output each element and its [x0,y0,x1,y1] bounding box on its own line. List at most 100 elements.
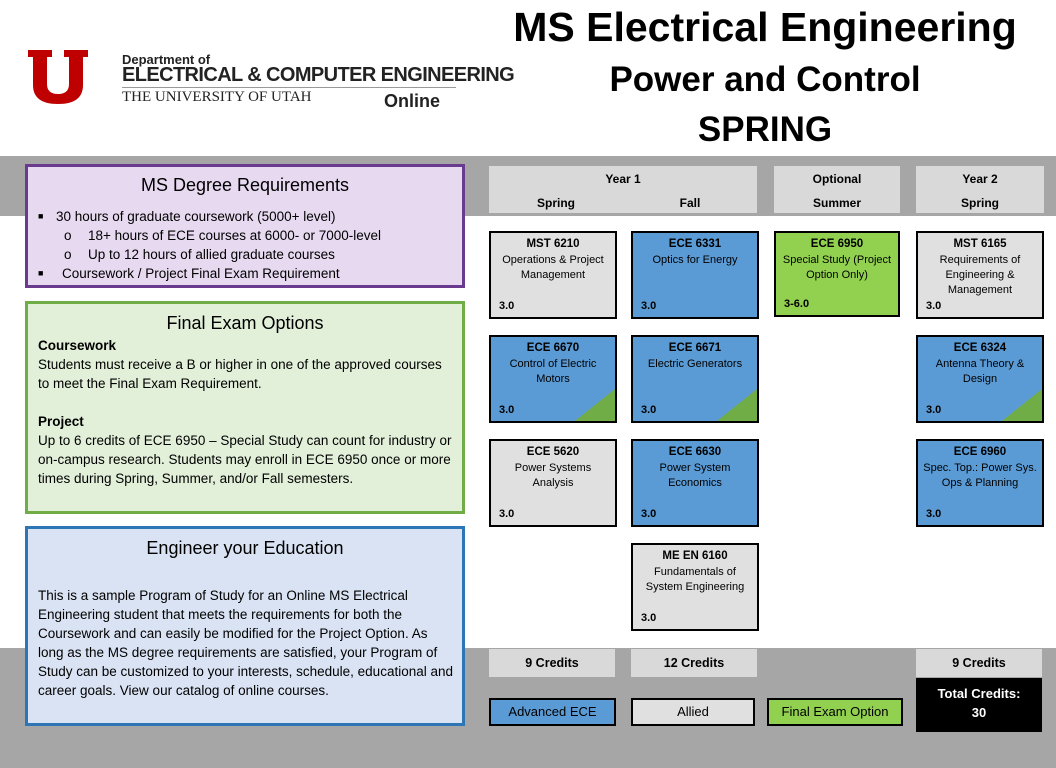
list-item: o Up to 12 hours of allied graduate cour… [38,245,454,264]
course-credits: 3.0 [926,300,942,312]
credits-year1-fall: 12 Credits [631,649,757,677]
course-name: Power Systems Analysis [514,462,592,489]
list-item: ■ Coursework / Project Final Exam Requir… [38,264,454,283]
course-code: ECE 6670 [526,342,580,354]
final-exam-title: Final Exam Options [166,313,324,333]
course-credits: 3.0 [641,300,657,312]
bullet-icon: ■ [38,211,44,221]
engineer-title: Engineer your Education [146,538,344,558]
year2-label: Year 2 [962,172,998,186]
course-card-ece6331: ECE 6331 Optics for Energy 3.0 [631,231,759,319]
sub-bullet-icon: o [64,228,72,243]
final-exam-option-marker-icon [1002,389,1042,421]
course-card-ece6670: ECE 6670 Control of Electric Motors 3.0 [489,335,617,423]
sub-bullet-icon: o [64,247,72,262]
course-credits: 3.0 [499,508,515,520]
course-code: ECE 6331 [668,238,722,250]
block-u-logo-icon [28,50,88,104]
course-code: ME EN 6160 [662,550,728,562]
term-title: SPRING [697,110,833,149]
project-text: Up to 6 credits of ECE 6950 – Special St… [38,433,452,486]
list-item: ■ 30 hours of graduate coursework (5000+… [38,207,454,226]
course-code: MST 6210 [526,238,580,250]
summer-label: Summer [812,196,862,210]
course-card-ece6960: ECE 6960 Spec. Top.: Power Sys. Ops & Pl… [916,439,1044,527]
course-code: ECE 6671 [668,342,722,354]
requirement-text: Up to 12 hours of allied graduate course… [88,247,335,262]
requirement-text: 30 hours of graduate coursework (5000+ l… [56,209,336,224]
course-card-ece6324: ECE 6324 Antenna Theory & Design 3.0 [916,335,1044,423]
coursework-text: Students must receive a B or higher in o… [38,357,442,391]
legend-allied: Allied [631,698,755,726]
legend-final-exam-option: Final Exam Option [767,698,903,726]
course-card-ece6630: ECE 6630 Power System Economics 3.0 [631,439,759,527]
year2-spring-label: Spring [961,196,999,210]
engineer-education-panel: Engineer your Education This is a sample… [25,526,465,726]
page-subtitle: Power and Control [609,60,921,99]
course-card-mst6210: MST 6210 Operations & Project Management… [489,231,617,319]
course-name: Fundamentals of System Engineering [645,566,745,593]
course-name: Optics for Energy [652,254,738,266]
year1-header: Year 1 Spring Fall [489,166,757,213]
requirement-text: 18+ hours of ECE courses at 6000- or 700… [88,228,382,243]
optional-header: Optional Summer [774,166,900,213]
course-card-mst6165: MST 6165 Requirements of Engineering & M… [916,231,1044,319]
course-name: Power System Economics [659,462,731,489]
course-credits: 3.0 [926,404,942,416]
credits-year1-spring: 9 Credits [489,649,615,677]
logo-online-label: Online [384,91,441,111]
course-code: MST 6165 [953,238,1007,250]
logo-dept-name: ELECTRICAL & COMPUTER ENGINEERING [122,64,515,86]
course-credits: 3.0 [499,300,515,312]
course-code: ECE 6960 [953,446,1007,458]
engineer-text: This is a sample Program of Study for an… [38,588,453,698]
bullet-icon: ■ [38,268,44,278]
legend-advanced-ece: Advanced ECE [489,698,616,726]
project-heading: Project [38,414,84,429]
coursework-heading: Coursework [38,338,117,353]
degree-requirements-panel: MS Degree Requirements ■ 30 hours of gra… [25,164,465,288]
year1-fall-label: Fall [679,196,701,210]
course-card-meen6160: ME EN 6160 Fundamentals of System Engine… [631,543,759,631]
total-credits-label: Total Credits: [937,686,1021,701]
course-name: Operations & Project Management [502,254,604,281]
optional-label: Optional [812,172,862,186]
course-credits: 3-6.0 [784,298,810,310]
course-name: Electric Generators [647,358,743,370]
course-code: ECE 6630 [668,446,722,458]
course-code: ECE 6950 [810,238,864,250]
list-item: o 18+ hours of ECE courses at 6000- or 7… [38,226,454,245]
final-exam-body: Coursework Students must receive a B or … [38,336,454,488]
course-name: Special Study (Project Option Only) [782,254,892,281]
course-card-ece5620: ECE 5620 Power Systems Analysis 3.0 [489,439,617,527]
course-code: ECE 5620 [526,446,580,458]
final-exam-option-marker-icon [575,389,615,421]
course-card-ece6671: ECE 6671 Electric Generators 3.0 [631,335,759,423]
course-card-ece6950: ECE 6950 Special Study (Project Option O… [774,231,900,317]
logo-divider [122,87,456,88]
course-credits: 3.0 [499,404,515,416]
year2-header: Year 2 Spring [916,166,1044,213]
requirements-title: MS Degree Requirements [140,175,350,195]
year1-spring-label: Spring [537,196,575,210]
final-exam-panel: Final Exam Options Coursework Students m… [25,301,465,514]
page-title: MS Electrical Engineering [513,4,1017,50]
course-name: Spec. Top.: Power Sys. Ops & Planning [923,462,1037,489]
course-credits: 3.0 [641,404,657,416]
final-exam-option-marker-icon [717,389,757,421]
credits-year2-spring: 9 Credits [916,649,1042,677]
course-credits: 3.0 [926,508,942,520]
logo-dept-of: Department of [122,52,211,67]
course-credits: 3.0 [641,508,657,520]
course-name: Requirements of Engineering & Management [939,254,1021,296]
total-credits-value: 30 [971,705,987,720]
requirements-list: ■ 30 hours of graduate coursework (5000+… [38,207,454,283]
logo-university: THE UNIVERSITY OF UTAH [122,89,312,105]
year1-label: Year 1 [605,172,641,186]
course-code: ECE 6324 [953,342,1007,354]
total-credits-box: Total Credits: 30 [916,678,1042,732]
university-logo: Department of ELECTRICAL & COMPUTER ENGI… [26,46,515,116]
course-name: Control of Electric Motors [509,358,597,385]
course-credits: 3.0 [641,612,657,624]
course-name: Antenna Theory & Design [935,358,1025,385]
